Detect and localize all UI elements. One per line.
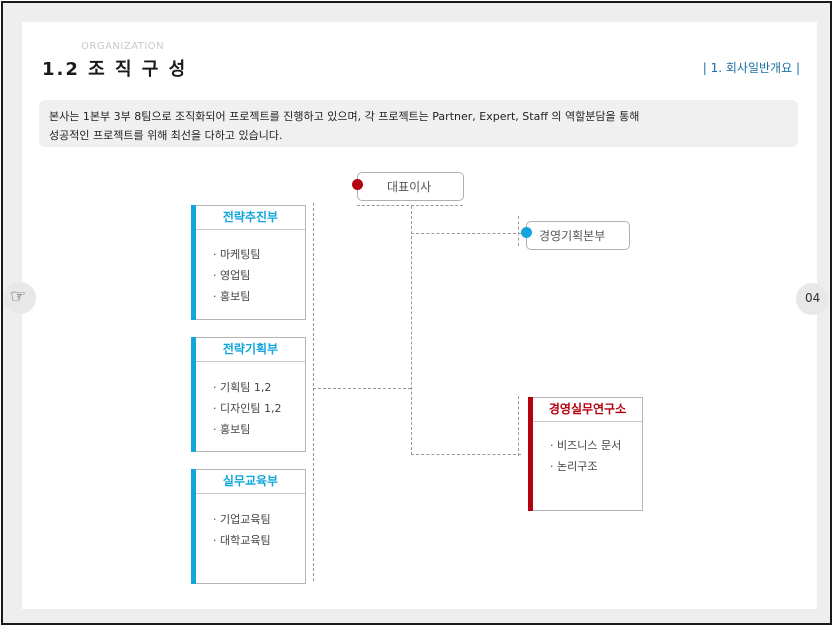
team-item: · 비즈니스 문서 (550, 439, 622, 452)
intro-line-2: 성공적인 프로젝트를 위해 최선을 다하고 있습니다. (49, 129, 283, 142)
team-item: · 홍보팀 (213, 423, 251, 436)
institute-connector (411, 454, 521, 455)
hq-node: 경영기획본부 (526, 221, 630, 250)
team-item: · 기획팀 1,2 (213, 381, 272, 394)
ceo-label: 대표이사 (387, 180, 432, 194)
institute-accent-bar (528, 397, 533, 511)
intro-line-1: 본사는 1본부 3부 8팀으로 조직화되어 프로젝트를 진행하고 있으며, 각 … (49, 110, 640, 123)
hq-tick (518, 216, 519, 246)
page-number-badge[interactable]: 04 (796, 283, 828, 315)
team-item: · 디자인팀 1,2 (213, 402, 282, 415)
team-item: · 기업교육팀 (213, 513, 271, 526)
page-number: 04 (805, 291, 821, 305)
hq-label: 경영기획본부 (539, 229, 606, 243)
prev-page-button[interactable]: ☞ (4, 282, 36, 314)
team-item: · 홍보팀 (213, 290, 251, 303)
page-title: 1.2 조 직 구 성 (42, 59, 188, 80)
team-item: · 마케팅팀 (213, 248, 261, 261)
department-accent-bar (191, 337, 196, 452)
ceo-trunk-line (411, 206, 412, 455)
department-box: 전략추진부 · 마케팅팀 · 영업팀 · 홍보팀 (191, 205, 306, 320)
department-box: 실무교육부 · 기업교육팀 · 대학교육팀 (191, 469, 306, 584)
intro-box: 본사는 1본부 3부 8팀으로 조직화되어 프로젝트를 진행하고 있으며, 각 … (39, 100, 798, 147)
institute-box: 경영실무연구소 · 비즈니스 문서 · 논리구조 (528, 397, 643, 511)
ceo-node: 대표이사 (357, 172, 464, 201)
hq-connector (411, 233, 521, 234)
team-item: · 영업팀 (213, 269, 251, 282)
hq-marker-dot (521, 227, 532, 238)
hand-pointer-icon: ☞ (10, 286, 27, 307)
department-box: 전략기획부 · 기획팀 1,2 · 디자인팀 1,2 · 홍보팀 (191, 337, 306, 452)
institute-title: 경영실무연구소 (533, 398, 642, 422)
page-eyebrow: ORGANIZATION (81, 41, 165, 52)
ceo-underline (357, 205, 463, 206)
departments-spine (313, 203, 314, 581)
team-item: · 논리구조 (550, 460, 598, 473)
institute-tick (518, 396, 519, 456)
department-accent-bar (191, 469, 196, 584)
department-title: 전략추진부 (196, 206, 305, 230)
department-title: 전략기획부 (196, 338, 305, 362)
department-title: 실무교육부 (196, 470, 305, 494)
ceo-marker-dot (352, 179, 363, 190)
team-item: · 대학교육팀 (213, 534, 271, 547)
section-label: | 1. 회사일반개요 | (702, 61, 800, 75)
departments-connector (313, 388, 411, 389)
department-accent-bar (191, 205, 196, 320)
